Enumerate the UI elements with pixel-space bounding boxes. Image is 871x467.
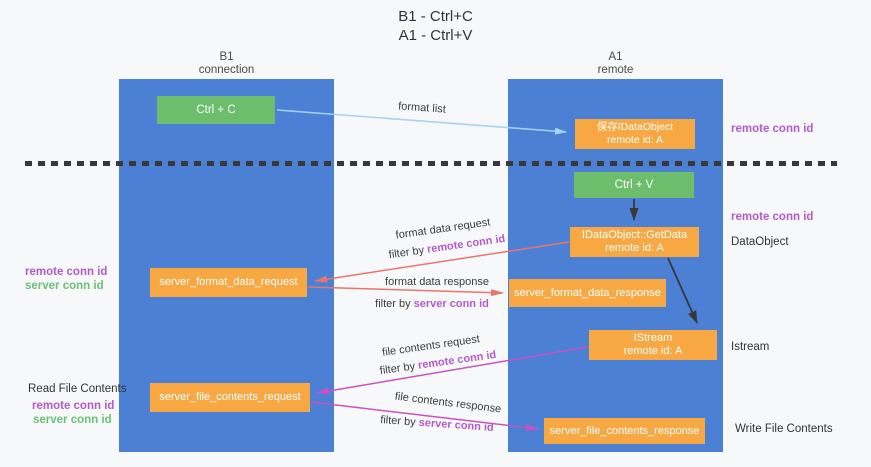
- node-server-file-contents-request: server_file_contents_request: [150, 383, 310, 412]
- label-format-data-response: format data response: [385, 276, 489, 288]
- label-left-remote-conn-id-1: remote conn id: [25, 266, 108, 278]
- label-right-remote-conn-id-1: remote conn id: [731, 123, 814, 135]
- node-server-file-contents-response: server_file_contents_response: [544, 418, 705, 444]
- column-b1-subtitle: connection: [198, 64, 255, 76]
- node-server-format-data-request: server_format_data_request: [150, 268, 307, 297]
- node-ctrl-v-label: Ctrl + V: [614, 179, 654, 191]
- label-left-remote-conn-id-2: remote conn id: [32, 400, 115, 412]
- column-a1-subtitle: remote: [597, 64, 634, 76]
- label-filter-prefix-1: filter by: [388, 243, 428, 262]
- node-server-format-data-response: server_format_data_response: [509, 279, 666, 307]
- node-ctrl-v: Ctrl + V: [574, 172, 694, 198]
- label-left-server-conn-id-1: server conn id: [25, 280, 104, 292]
- node-server-format-data-request-label: server_format_data_request: [159, 276, 298, 288]
- label-filter-prefix-2: filter by: [375, 298, 414, 310]
- label-filter-prefix-4: filter by: [379, 414, 420, 429]
- label-filter-highlight-1: remote conn id: [426, 232, 506, 256]
- node-idataobject-getdata: IDataObject::GetData remote id: A: [570, 227, 699, 257]
- title-line-2: A1 - Ctrl+V: [398, 27, 473, 44]
- node-save-idataobject-line2: remote id: A: [606, 134, 664, 146]
- label-filter-highlight-4: server conn id: [418, 416, 495, 434]
- node-ctrl-c: Ctrl + C: [157, 96, 275, 124]
- column-header-a1: A1 remote: [508, 51, 723, 77]
- label-right-remote-conn-id-2: remote conn id: [731, 211, 814, 223]
- label-format-list: format list: [397, 100, 447, 116]
- column-a1-name: A1: [608, 51, 623, 63]
- node-server-file-contents-request-label: server_file_contents_request: [159, 391, 301, 403]
- label-write-file-contents: Write File Contents: [735, 423, 833, 435]
- column-header-b1: B1 connection: [119, 51, 334, 77]
- phase-divider-dashed-line: [25, 161, 837, 166]
- label-filter-highlight-2: server conn id: [413, 298, 489, 310]
- node-save-idataobject: 保存IDataObject remote id: A: [575, 119, 695, 149]
- label-filter-by-server-conn-id-2: filter by server conn id: [380, 414, 494, 434]
- label-read-file-contents: Read File Contents: [28, 383, 127, 395]
- node-istream-line1: IStream: [633, 332, 673, 344]
- node-istream: IStream remote id: A: [589, 330, 717, 360]
- node-idataobject-getdata-line2: remote id: A: [605, 242, 664, 254]
- node-idataobject-getdata-line1: IDataObject::GetData: [581, 229, 688, 241]
- node-server-file-contents-response-label: server_file_contents_response: [549, 424, 700, 437]
- label-istream: Istream: [731, 341, 770, 353]
- node-save-idataobject-line1: 保存IDataObject: [596, 121, 674, 133]
- node-istream-line2: remote id: A: [623, 345, 683, 357]
- diagram-title: B1 - Ctrl+C A1 - Ctrl+V: [0, 7, 871, 45]
- label-left-server-conn-id-2: server conn id: [33, 414, 112, 426]
- label-filter-by-server-conn-id-1: filter by server conn id: [375, 298, 489, 310]
- label-filter-prefix-3: filter by: [379, 359, 419, 378]
- node-ctrl-c-label: Ctrl + C: [196, 104, 236, 116]
- node-server-format-data-response-label: server_format_data_response: [514, 286, 661, 299]
- column-b1-name: B1: [219, 51, 234, 63]
- title-line-1: B1 - Ctrl+C: [398, 8, 473, 25]
- label-dataobject: DataObject: [731, 236, 789, 248]
- label-file-contents-response: file contents response: [394, 390, 502, 416]
